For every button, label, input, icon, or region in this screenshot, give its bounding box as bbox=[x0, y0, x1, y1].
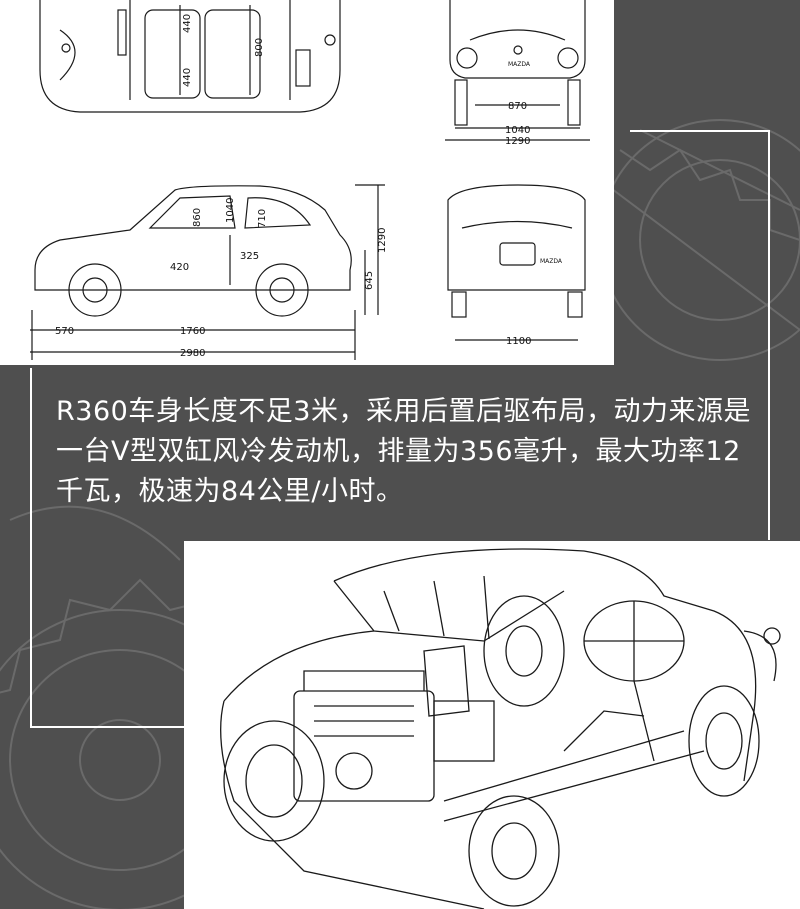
cutaway-illustration-panel bbox=[184, 541, 800, 909]
frame-line-top-right bbox=[630, 130, 770, 132]
dim-total-length: 2980 bbox=[180, 348, 205, 359]
brand-label-rear: MAZDA bbox=[540, 258, 563, 265]
frame-line-left bbox=[30, 368, 32, 728]
dim-side-height-1: 860 bbox=[192, 208, 203, 227]
caption-text: R360车身长度不足3米，采用后置后驱布局，动力来源是一台V型双缸风冷发动机，排… bbox=[56, 396, 751, 507]
dim-top-width-2: 440 bbox=[182, 68, 193, 87]
dim-front-track: 870 bbox=[508, 101, 527, 112]
brand-label-front: MAZDA bbox=[508, 61, 531, 68]
dim-side-inner-1: 420 bbox=[170, 262, 189, 273]
frame-line-right bbox=[768, 130, 770, 540]
frame-line-bottom-left bbox=[30, 726, 184, 728]
dim-top-length: 800 bbox=[254, 38, 265, 57]
engine-cutaway-drawing bbox=[220, 548, 781, 909]
dim-top-width-1: 440 bbox=[182, 14, 193, 33]
dim-front-width-2: 1290 bbox=[505, 136, 530, 147]
dim-wheelbase: 1760 bbox=[180, 326, 205, 337]
dim-side-inner-2: 325 bbox=[240, 251, 259, 262]
dim-side-height-3: 710 bbox=[257, 209, 268, 228]
dim-side-wheel-height: 645 bbox=[364, 271, 375, 290]
dim-rear-track: 1100 bbox=[506, 336, 531, 347]
dimension-drawing: 440 440 800 MAZDA 870 1040 1290 860 1040… bbox=[30, 0, 590, 360]
dimension-blueprint-panel: 440 440 800 MAZDA 870 1040 1290 860 1040… bbox=[0, 0, 614, 365]
dim-front-width-1: 1040 bbox=[505, 125, 530, 136]
dim-side-height-2: 1040 bbox=[225, 198, 236, 223]
dim-front-overhang: 570 bbox=[55, 326, 74, 337]
dim-side-total-height: 1290 bbox=[377, 228, 388, 253]
